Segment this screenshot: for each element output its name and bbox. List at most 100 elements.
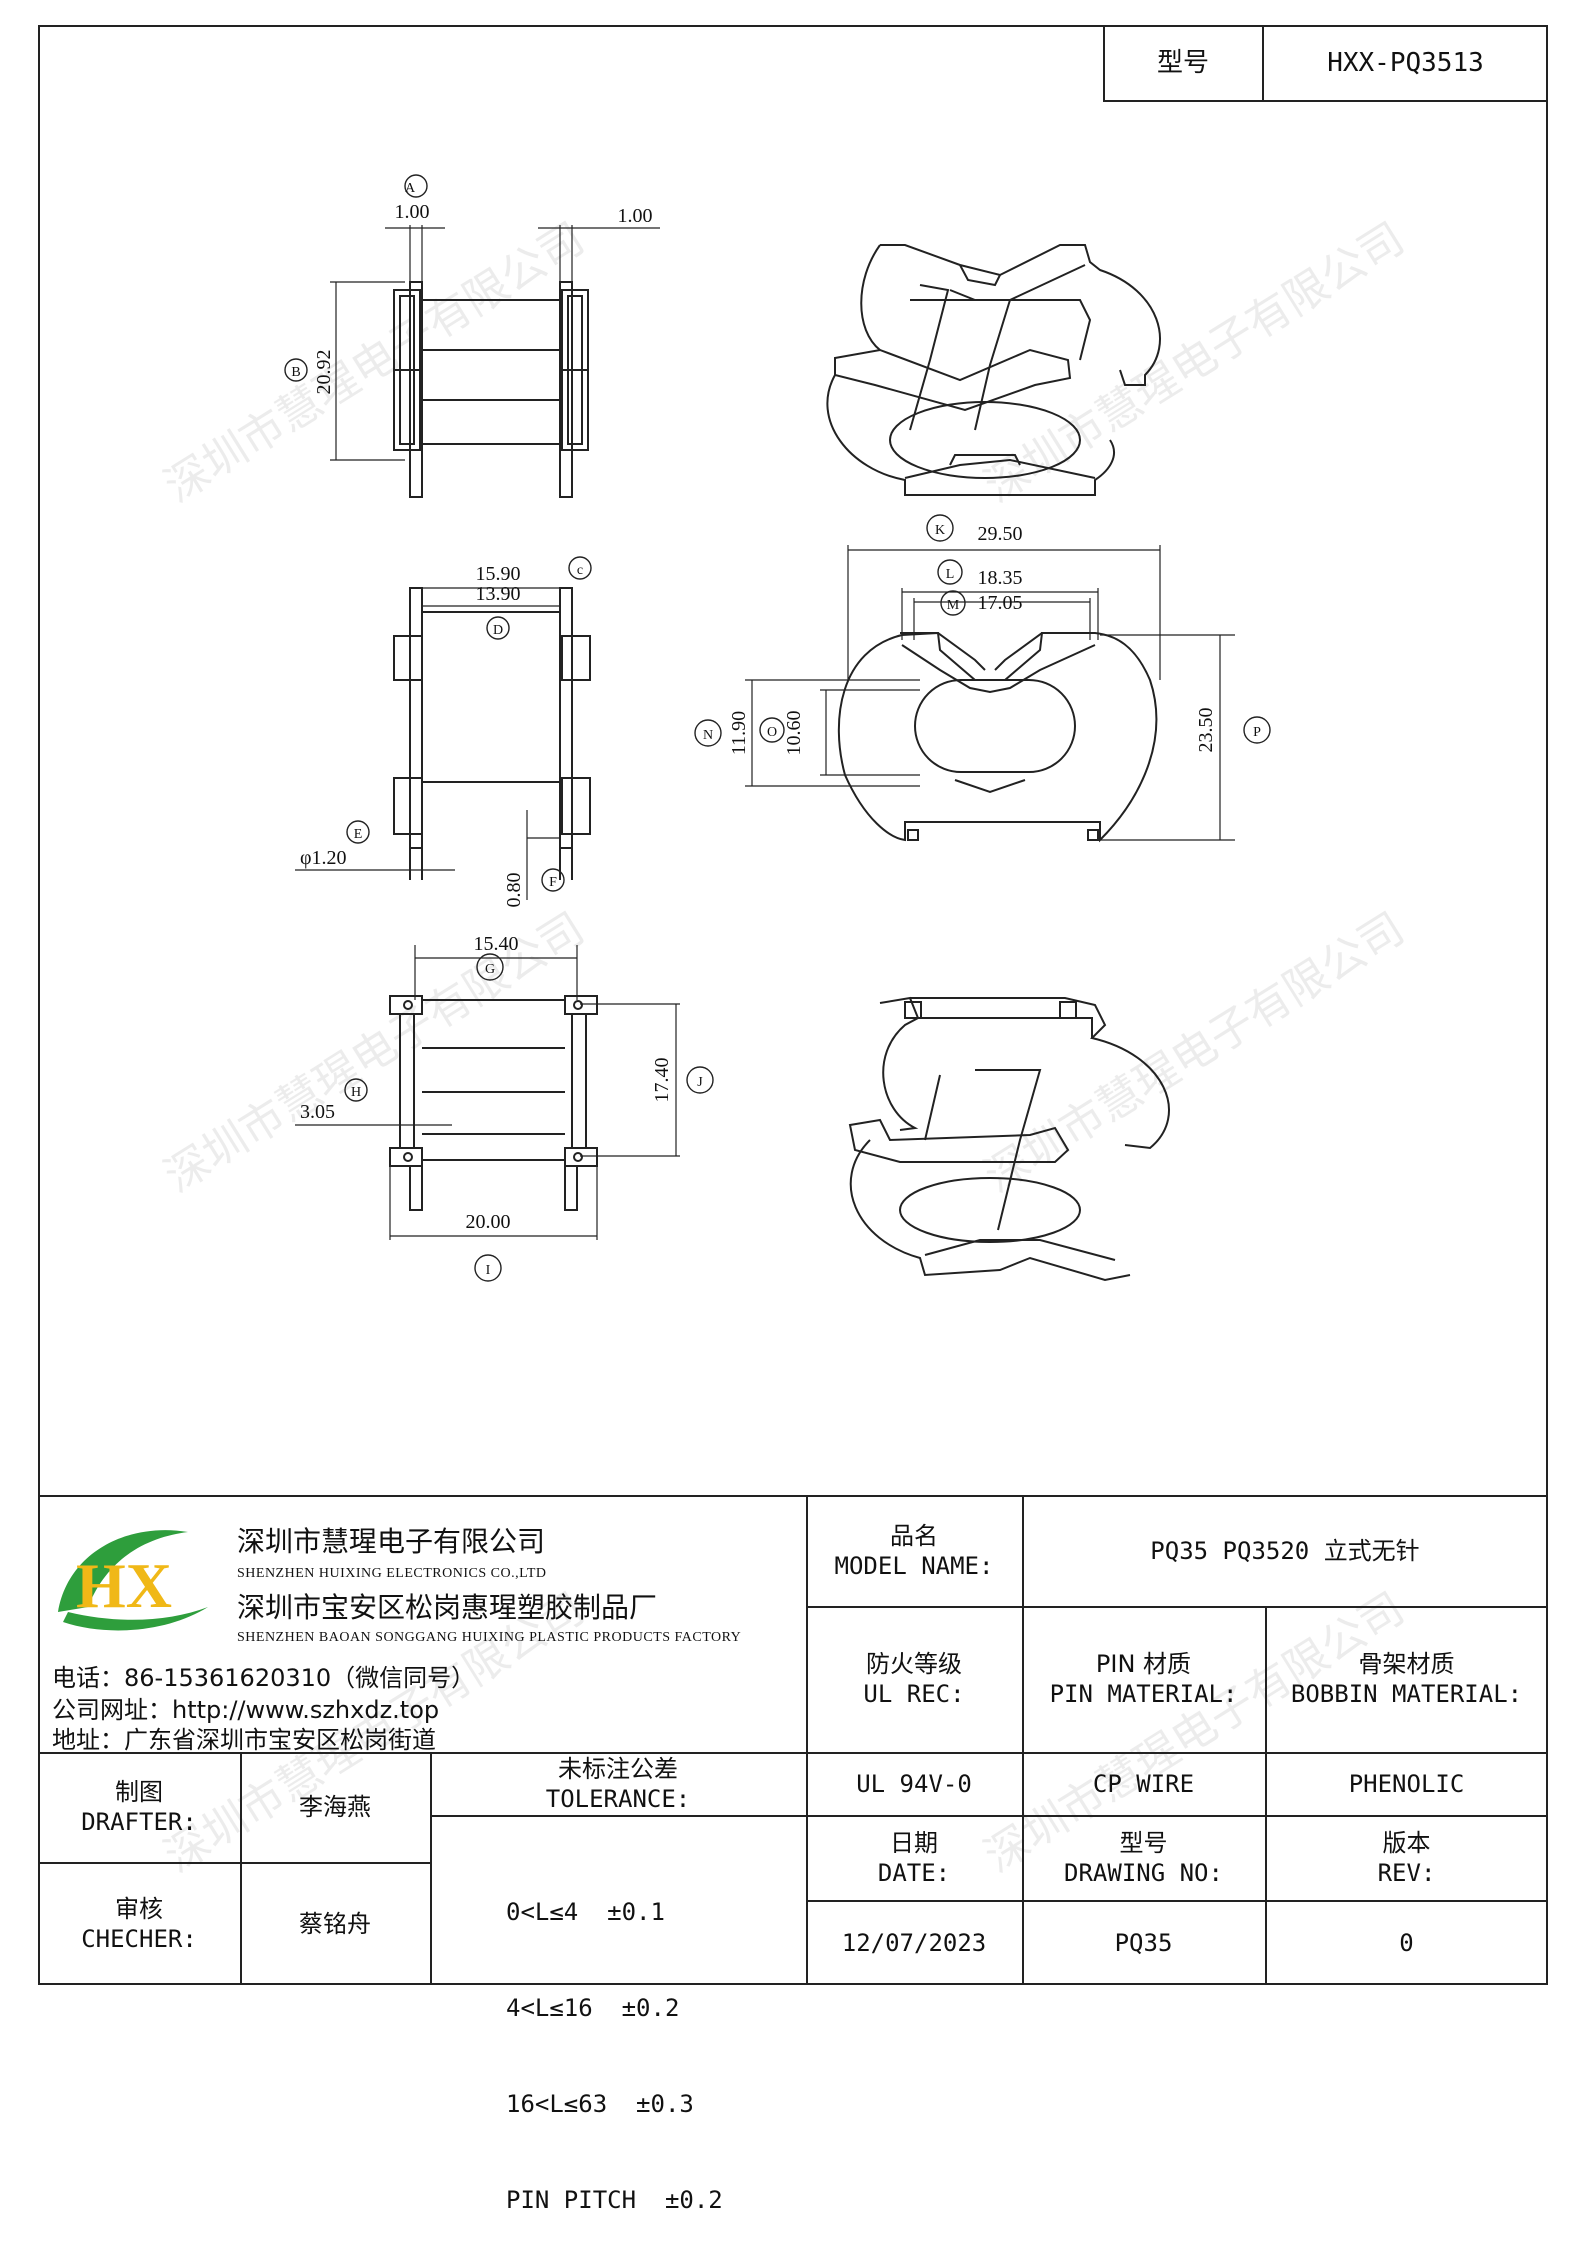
label-h: H — [351, 1085, 361, 1100]
tolerance-item: 0<L≤4 ±0.1 — [506, 1898, 665, 1926]
bobbin-material-cn: 骨架材质 — [1358, 1650, 1455, 1678]
dim-b: 20.92 — [313, 350, 335, 395]
label-d: D — [493, 623, 503, 638]
date-en: DATE: — [877, 1858, 951, 1887]
header-model-value: HXX-PQ3513 — [1327, 48, 1484, 79]
ul-rec-value: UL 94V-0 — [856, 1769, 972, 1798]
tolerance-label: 未标注公差 TOLERANCE: — [430, 1752, 806, 1815]
dim-e: φ1.20 — [300, 847, 347, 869]
dim-p: 23.50 — [1195, 708, 1217, 753]
label-l: L — [946, 567, 955, 582]
tolerance-cn: 未标注公差 — [558, 1754, 678, 1783]
label-b: B — [291, 365, 300, 380]
pin-material-value: CP WIRE — [1092, 1769, 1195, 1798]
drafter-name: 李海燕 — [299, 1793, 371, 1821]
label-a: A — [405, 181, 416, 196]
pin-material-en: PIN MATERIAL: — [1049, 1680, 1238, 1708]
dim-a2: 1.00 — [618, 205, 653, 227]
grid-line — [430, 1815, 806, 1817]
label-j: J — [697, 1075, 703, 1090]
drawing-no-cn: 型号 — [1119, 1828, 1168, 1857]
side-view — [694, 514, 1271, 843]
title-block — [38, 1495, 1548, 1987]
label-o: O — [767, 725, 777, 740]
ul-rec-cn: 防火等级 — [866, 1650, 962, 1678]
front-view — [295, 556, 592, 900]
iso-bottom-view — [848, 996, 1170, 1282]
rev-en: REV: — [1377, 1858, 1436, 1887]
dim-n: 11.90 — [728, 711, 750, 755]
pin-material-cn: PIN 材质 — [1095, 1650, 1192, 1678]
rev-value: 0 — [1399, 1928, 1414, 1957]
grid-line — [806, 1815, 1548, 1817]
company-address: 地址：广东省深圳市宝安区松岗街道 — [52, 1726, 436, 1754]
label-i: I — [486, 1263, 491, 1278]
dim-i: 20.00 — [466, 1211, 511, 1233]
dim-m: 17.05 — [978, 592, 1023, 614]
header-model-box — [1103, 25, 1548, 102]
drawing-frame — [38, 25, 1548, 1985]
bobbin-material-label: 骨架材质 BOBBIN MATERIAL: — [1265, 1606, 1548, 1752]
dim-d: 13.90 — [476, 583, 521, 605]
date-value: 12/07/2023 — [841, 1928, 987, 1957]
dim-o: 10.60 — [783, 711, 805, 756]
rev-label: 版本 REV: — [1265, 1815, 1548, 1900]
grid-line — [806, 1606, 1548, 1608]
label-n: N — [703, 728, 713, 743]
header-model-divider — [1262, 25, 1264, 102]
checker-name: 蔡铭舟 — [299, 1909, 371, 1938]
factory-name-cn: 深圳市宝安区松岗惠瑆塑胶制品厂 — [237, 1591, 658, 1624]
tolerance-list: 0<L≤4 ±0.1 4<L≤16 ±0.2 16<L≤63 ±0.3 PIN … — [506, 1832, 723, 2248]
pin-material-label: PIN 材质 PIN MATERIAL: — [1022, 1606, 1265, 1752]
bobbin-material-value: PHENOLIC — [1348, 1769, 1465, 1798]
grid-line — [806, 1900, 1548, 1902]
tolerance-en: TOLERANCE: — [545, 1784, 691, 1813]
grid-line — [38, 1862, 430, 1864]
date-cn: 日期 — [890, 1828, 938, 1857]
factory-name-en: SHENZHEN BAOAN SONGGANG HUIXING PLASTIC … — [237, 1630, 742, 1645]
checker-en: CHECHER: — [81, 1924, 197, 1953]
drawing-no-label: 型号 DRAWING NO: — [1022, 1815, 1265, 1900]
drawing-no-value: PQ35 — [1114, 1928, 1173, 1957]
label-c: c — [577, 563, 583, 578]
company-phone: 电话：86-15361620310（微信同号） — [52, 1664, 476, 1692]
date-label: 日期 DATE: — [806, 1815, 1022, 1900]
grid-line — [806, 1495, 808, 1985]
grid-line — [1022, 1495, 1024, 1985]
dim-f: 0.80 — [503, 873, 525, 908]
dim-g: 15.40 — [474, 933, 519, 955]
label-m: M — [947, 598, 960, 613]
grid-line — [240, 1752, 242, 1985]
dim-l: 18.35 — [978, 567, 1023, 589]
model-name-value: PQ35 PQ3520 立式无针 — [1150, 1536, 1420, 1565]
rev-cn: 版本 — [1382, 1828, 1431, 1857]
drafter-en: DRAFTER: — [81, 1808, 197, 1836]
drafter-cn: 制图 — [115, 1778, 163, 1806]
tolerance-item: 4<L≤16 ±0.2 — [506, 1994, 680, 2022]
drawing-no-en: DRAWING NO: — [1064, 1858, 1223, 1887]
model-name-label: 品名 MODEL NAME: — [806, 1495, 1022, 1606]
company-name-en: SHENZHEN HUIXING ELECTRONICS CO.,LTD — [237, 1566, 547, 1581]
top-view — [284, 174, 660, 498]
dim-h: 3.05 — [300, 1101, 335, 1123]
label-g: G — [485, 962, 495, 977]
technical-drawing: A 1.00 1.00 B 20.92 15.90 c 13.90 D E φ1… — [284, 174, 1271, 1282]
label-e: E — [354, 827, 363, 842]
dim-a: 1.00 — [395, 201, 430, 223]
model-name-cn: 品名 — [890, 1521, 938, 1550]
ul-rec-label: 防火等级 UL REC: — [806, 1606, 1022, 1752]
grid-line — [38, 1752, 1548, 1754]
model-name-en: MODEL NAME: — [834, 1551, 994, 1580]
ul-rec-en: UL REC: — [863, 1680, 965, 1708]
drafter-label: 制图 DRAFTER: — [38, 1752, 240, 1862]
iso-top-view — [826, 244, 1161, 496]
checker-cn: 审核 — [115, 1894, 163, 1923]
company-website: 公司网址：http://www.szhxdz.top — [52, 1696, 440, 1724]
company-logo-icon: HX — [58, 1530, 208, 1631]
checker-label: 审核 CHECHER: — [38, 1862, 240, 1985]
dim-c: 15.90 — [476, 563, 521, 585]
dim-j: 17.40 — [651, 1058, 673, 1103]
label-p: P — [1253, 725, 1261, 740]
logo-text: HX — [76, 1550, 172, 1621]
label-f: F — [549, 875, 557, 890]
